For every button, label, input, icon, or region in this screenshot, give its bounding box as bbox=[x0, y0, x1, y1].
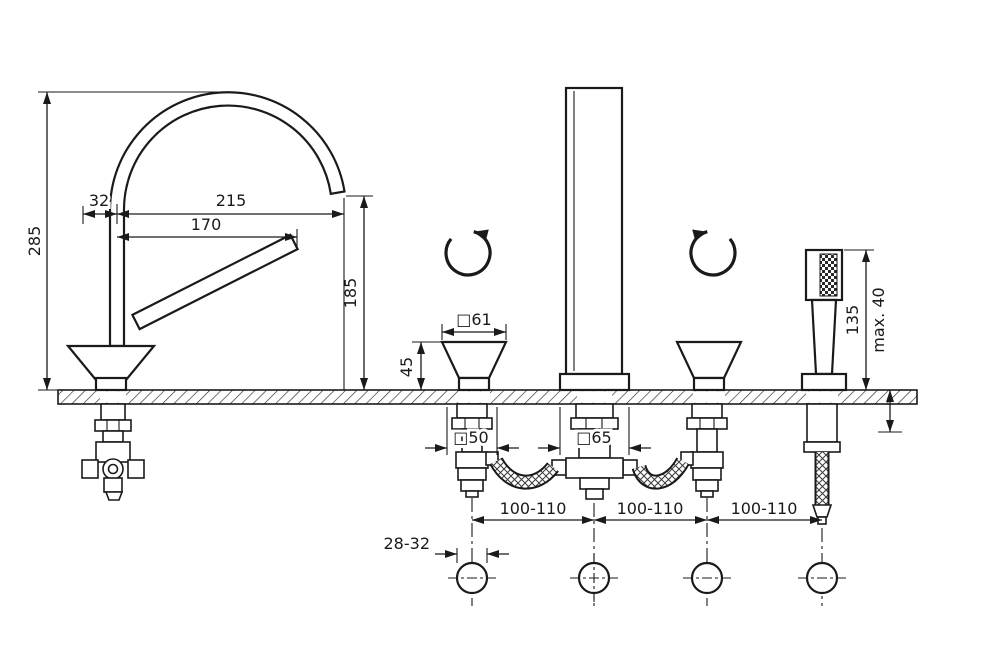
rotate-cw-icon bbox=[689, 229, 737, 277]
left-handle-valve bbox=[451, 403, 499, 498]
dim-32-label: 32 bbox=[89, 191, 109, 210]
dim-hole-spacing-3: 100-110 bbox=[707, 496, 822, 524]
dim-spout-reach: 215 bbox=[117, 188, 345, 390]
dim-185-label: 185 bbox=[341, 278, 360, 309]
drill-hole-2 bbox=[570, 554, 618, 602]
dim-hole-spacing-2: 100-110 bbox=[594, 496, 707, 524]
dim-shower-height: 135 bbox=[843, 249, 874, 390]
dim-spout-base-width: □65 bbox=[538, 407, 651, 455]
spray-face bbox=[819, 253, 838, 297]
dim-handle-top-width: □61 bbox=[441, 307, 507, 340]
left-handle bbox=[440, 340, 508, 392]
flex-hose-left bbox=[489, 457, 559, 490]
dim-135-label: 135 bbox=[843, 305, 862, 336]
drill-hole-1 bbox=[448, 561, 496, 595]
curved-spout bbox=[108, 91, 346, 348]
drill-hole-4 bbox=[798, 561, 846, 595]
dim-50-label: □50 bbox=[453, 428, 488, 447]
shower-shank-hose bbox=[803, 403, 841, 525]
dim-170-label: 170 bbox=[191, 215, 222, 234]
dim-handle-height: 45 bbox=[394, 341, 444, 390]
dim-spout-offset: 32 bbox=[82, 188, 118, 224]
bath-spout-column bbox=[558, 86, 631, 392]
dim-hole-diameter: 28-32 bbox=[381, 531, 509, 563]
dim-285-label: 285 bbox=[25, 226, 44, 257]
flex-hose-right bbox=[631, 457, 690, 490]
rotate-ccw-icon bbox=[444, 229, 492, 277]
dim-100-110-label-1: 100-110 bbox=[500, 499, 567, 518]
dim-hole-spacing-1: 100-110 bbox=[472, 496, 594, 524]
dim-lever-reach: 170 bbox=[117, 212, 298, 247]
dim-100-110-label-2: 100-110 bbox=[617, 499, 684, 518]
dim-100-110-label-3: 100-110 bbox=[731, 499, 798, 518]
dim-215-label: 215 bbox=[216, 191, 247, 210]
dim-61-label: □61 bbox=[456, 310, 491, 329]
dim-max40-label: max. 40 bbox=[869, 287, 888, 352]
underdeck-valve-body bbox=[81, 403, 145, 501]
dim-handle-base-width: □50 bbox=[425, 407, 519, 455]
dim-max-deck-thickness: max. 40 bbox=[869, 287, 902, 433]
spout-mixer-body bbox=[551, 403, 638, 500]
deck-hole-cutouts bbox=[100, 391, 838, 403]
cone-base bbox=[65, 344, 157, 382]
hand-shower bbox=[800, 248, 848, 392]
drill-hole-3 bbox=[683, 561, 731, 595]
mounting-deck bbox=[57, 389, 918, 405]
dim-45-label: 45 bbox=[397, 357, 416, 377]
lever-handle bbox=[130, 233, 300, 331]
four-hole-set-view: □61 45 □50 □65 135 max bbox=[381, 86, 902, 606]
dim-28-32-label: 28-32 bbox=[384, 534, 431, 553]
dim-overall-height: 285 bbox=[25, 91, 222, 391]
right-handle-valve bbox=[680, 403, 728, 498]
right-handle bbox=[675, 340, 743, 392]
dim-spout-outlet-height: 185 bbox=[190, 195, 373, 391]
dim-65-label: □65 bbox=[576, 428, 611, 447]
base-neck bbox=[94, 376, 128, 392]
single-lever-faucet-view: 285 32 215 170 185 bbox=[25, 91, 373, 501]
